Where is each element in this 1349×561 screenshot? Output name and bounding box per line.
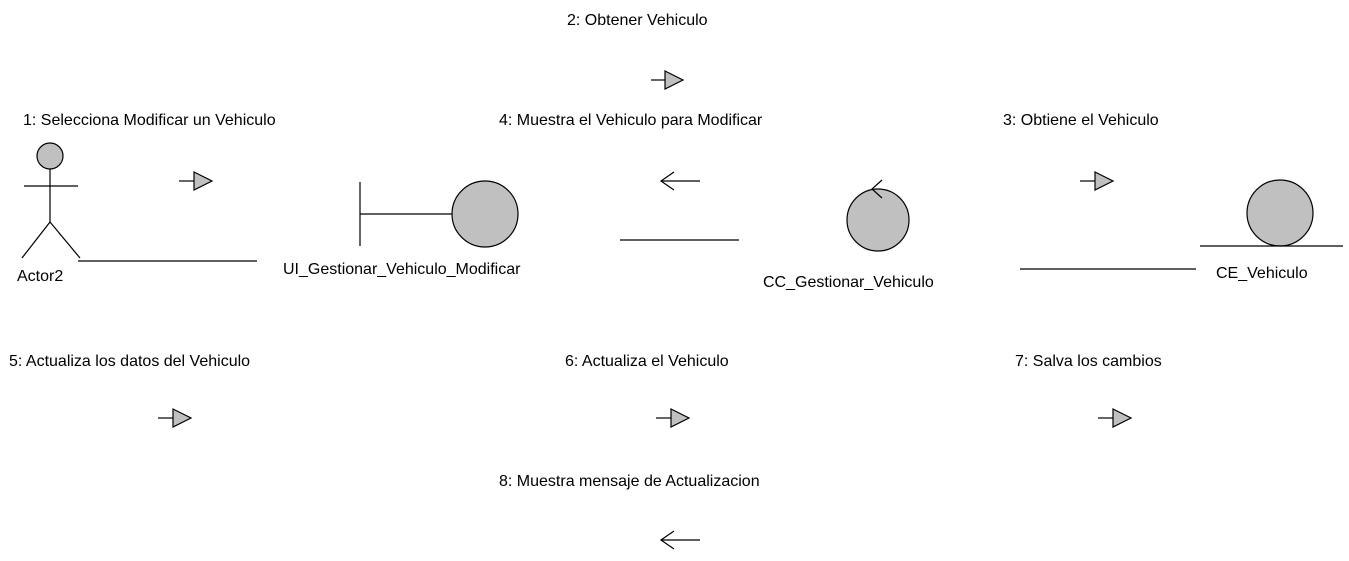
message-1-arrow (179, 171, 214, 191)
entity-object-icon[interactable] (1200, 179, 1343, 247)
control-arrowhead (871, 179, 883, 199)
message-4-arrow (659, 171, 700, 191)
actor-head (36, 142, 64, 170)
message-2-arrow (651, 70, 685, 90)
message-6-arrow (656, 408, 691, 428)
message-3-label: 3: Obtiene el Vehiculo (1003, 112, 1159, 129)
boundary-name: UI_Gestionar_Vehiculo_Modificar (283, 261, 521, 278)
control-circle (846, 188, 910, 252)
actor-left-leg (21, 221, 51, 259)
control-object-icon[interactable] (846, 179, 910, 252)
boundary-circle (451, 180, 519, 248)
message-3-arrow (1080, 171, 1115, 191)
message-5-label: 5: Actualiza los datos del Vehiculo (9, 353, 251, 370)
boundary-object-icon[interactable] (359, 180, 519, 248)
message-8-label: 8: Muestra mensaje de Actualizacion (499, 473, 760, 490)
actor-figure[interactable] (21, 142, 81, 259)
actor-name: Actor2 (17, 268, 64, 285)
entity-name: CE_Vehiculo (1216, 265, 1308, 282)
message-2-label: 2: Obtener Vehiculo (567, 12, 708, 29)
control-name: CC_Gestionar_Vehiculo (763, 274, 934, 291)
message-8-arrow (659, 530, 700, 550)
actor-right-leg (49, 221, 81, 259)
message-5-arrow (158, 408, 193, 428)
message-6-label: 6: Actualiza el Vehiculo (565, 353, 729, 370)
entity-circle (1246, 179, 1314, 247)
message-4-label: 4: Muestra el Vehiculo para Modificar (499, 112, 763, 129)
message-7-arrow (1098, 408, 1133, 428)
message-7-label: 7: Salva los cambios (1015, 353, 1162, 370)
message-1-label: 1: Selecciona Modificar un Vehiculo (23, 112, 276, 129)
